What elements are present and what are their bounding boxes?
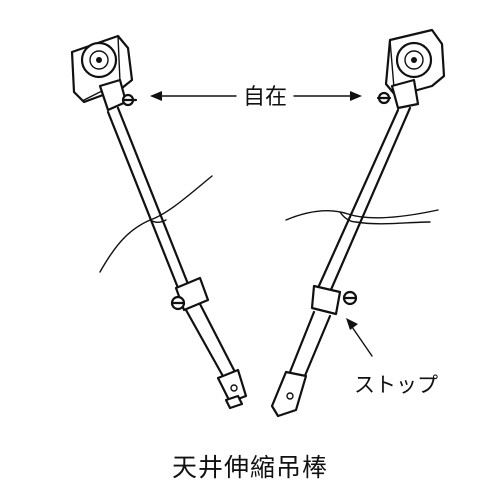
adjustable-arrows [150,91,362,101]
left-suspension-rod [70,34,248,410]
right-suspension-rod [270,28,446,418]
right-swivel-bracket [376,28,446,110]
left-end-clip [216,368,248,410]
left-sleeve-collar [170,276,210,312]
stop-arrow [346,318,373,357]
figure-caption: 天井伸縮吊棒 [171,453,328,482]
ceiling-surface-lines [99,175,439,273]
right-sleeve-collar [310,284,358,316]
right-end-clip [270,370,308,418]
left-swivel-bracket [70,34,138,112]
adjustable-label: 自在 [243,85,287,110]
stop-label: ストップ [354,373,438,397]
